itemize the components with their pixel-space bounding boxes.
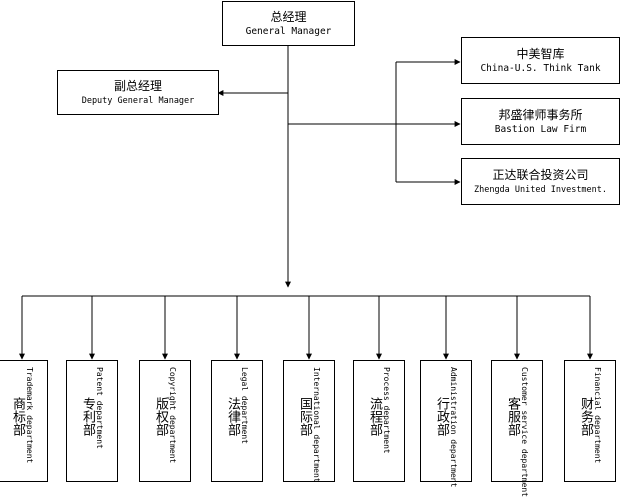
department-zh: 行政部 <box>434 397 449 436</box>
department-zh: 财务部 <box>578 397 593 436</box>
partner-en: China-U.S. Think Tank <box>480 62 601 74</box>
general-manager-zh: 总经理 <box>270 9 307 24</box>
department-en: Financial department <box>593 367 602 464</box>
department-en: International department <box>312 367 321 483</box>
partner-zh: 邦盛律师事务所 <box>498 107 583 122</box>
partner-box-investment: 正达联合投资公司 Zhengda United Investment. <box>461 158 620 205</box>
general-manager-box: 总经理 General Manager <box>222 1 355 46</box>
department-zh: 流程部 <box>367 397 382 436</box>
partner-box-think-tank: 中美智库 China-U.S. Think Tank <box>461 37 620 84</box>
partner-box-law-firm: 邦盛律师事务所 Bastion Law Firm <box>461 98 620 145</box>
department-en: Customer service department <box>520 367 529 497</box>
department-en: Legal department <box>240 367 249 445</box>
department-en: Process department <box>382 367 391 454</box>
deputy-manager-box: 副总经理 Deputy General Manager <box>57 70 219 115</box>
department-zh: 商标部 <box>10 397 25 436</box>
connector-lines <box>19 46 593 360</box>
general-manager-en: General Manager <box>245 25 332 37</box>
department-zh: 版权部 <box>153 397 168 436</box>
department-en: Patent department <box>95 367 104 449</box>
deputy-manager-en: Deputy General Manager <box>81 95 195 106</box>
department-zh: 国际部 <box>297 397 312 436</box>
department-en: Copyright department <box>168 367 177 464</box>
partner-zh: 正达联合投资公司 <box>492 167 589 182</box>
department-en: Administration department <box>449 367 458 488</box>
department-zh: 法律部 <box>225 397 240 436</box>
department-en: Trademark department <box>25 367 34 464</box>
department-zh: 专利部 <box>80 397 95 436</box>
partner-zh: 中美智库 <box>516 46 565 61</box>
department-zh: 客服部 <box>505 397 520 436</box>
partner-en: Bastion Law Firm <box>494 123 587 135</box>
deputy-manager-zh: 副总经理 <box>113 78 162 93</box>
partner-en: Zhengda United Investment. <box>473 184 608 195</box>
